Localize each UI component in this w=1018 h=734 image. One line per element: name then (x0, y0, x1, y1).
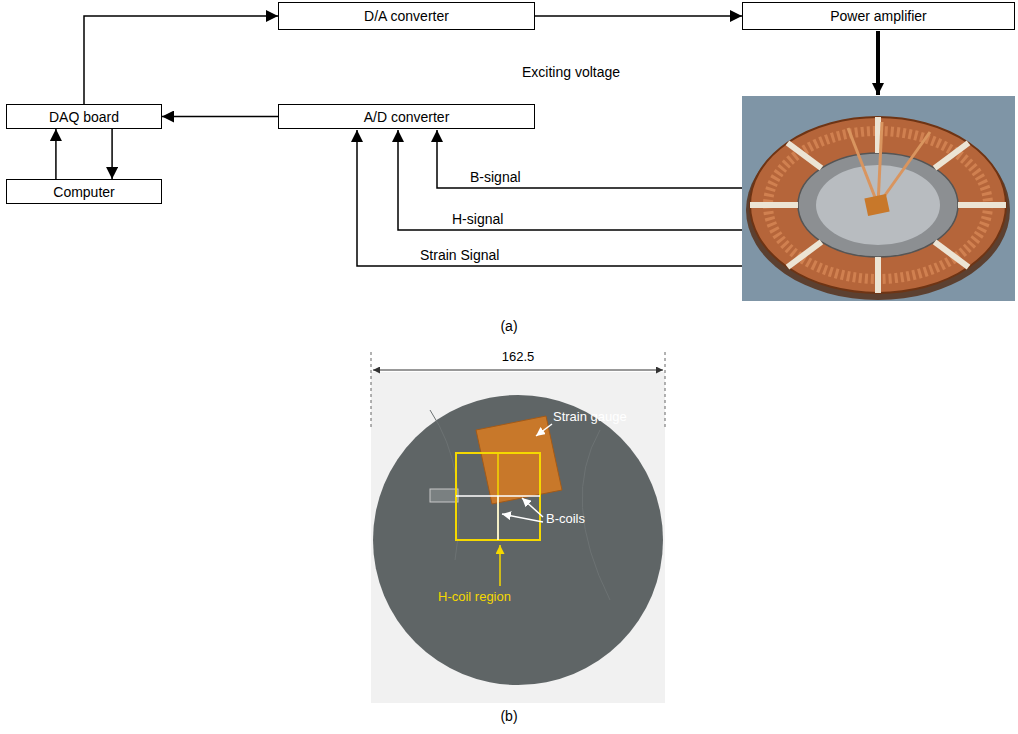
signal-arrow (111, 129, 113, 179)
signal-name: H-signal (452, 211, 503, 227)
amplifier-box: Power amplifier (742, 2, 1015, 30)
signal-name: Strain Signal (420, 247, 499, 263)
box-label: Computer (53, 184, 114, 200)
part-name: H-coil region (438, 590, 511, 605)
signal-name: Exciting voltage (522, 64, 620, 80)
signal-arrow (84, 16, 278, 104)
part-name: B-coils (546, 512, 585, 527)
signal-arrow (55, 129, 57, 179)
converter-box: D/A converter (278, 2, 535, 30)
signal-name: B-signal (470, 169, 521, 185)
excitation-arrow (878, 31, 879, 95)
box-label: D/A converter (364, 8, 449, 24)
daq-box: DAQ board (6, 104, 162, 129)
signal-wire (357, 130, 742, 266)
specimen-photo (371, 352, 665, 703)
box-label: Power amplifier (830, 8, 926, 24)
part-name: Strain gauge (553, 410, 627, 425)
signal-arrow (162, 116, 278, 118)
box-label: DAQ board (49, 109, 119, 125)
panel-label: (a) (500, 318, 517, 334)
tester-photo (742, 96, 1015, 301)
signal-arrow (535, 15, 742, 17)
panel-label: (b) (500, 708, 517, 724)
dimension: 162.5 (502, 350, 535, 365)
converter-box: A/D converter (278, 104, 535, 129)
computer-box: Computer (6, 179, 162, 204)
box-label: A/D converter (364, 109, 450, 125)
